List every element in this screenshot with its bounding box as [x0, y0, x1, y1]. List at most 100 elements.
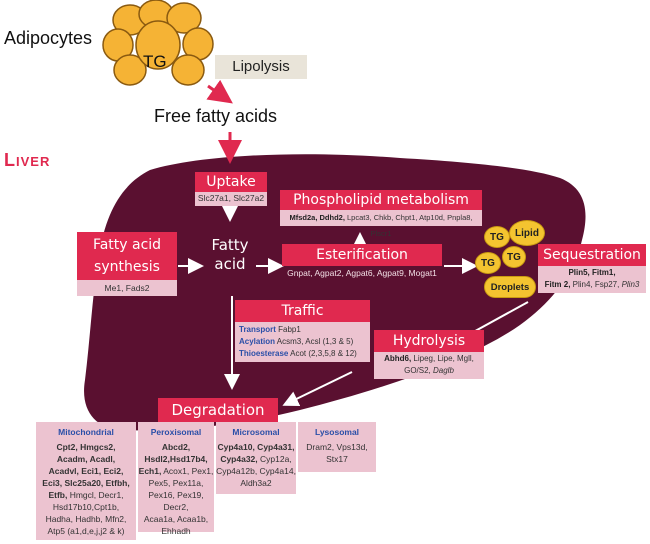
traffic-key-thioesterase: Thioesterase: [239, 349, 289, 358]
esterification-genes: Gnpat, Agpat2, Agpat6, Agpat9, Mogat1: [287, 268, 437, 278]
fa-synthesis-header: Fatty acid synthesis: [77, 232, 177, 280]
gene-line: Hadha, Hadhb, Mfn2,: [36, 513, 136, 525]
gene-text: Hmgcl, Decr1,: [67, 490, 124, 500]
traffic-val-transport: Fabp1: [278, 325, 301, 334]
hydrolysis-genes: Abhd6, Lipeg, Lipe, Mgll, GO/S2, Daglb: [374, 352, 484, 379]
gene-text: Cyp12a,: [257, 454, 292, 464]
liver-label: Liver: [4, 150, 51, 170]
uptake-header: Uptake: [195, 172, 267, 192]
mitochondrial-lines: Cpt2, Hmgcs2,Acadm, Acadl,Acadvl, Eci1, …: [36, 441, 136, 537]
fatty-acid-node: Fatty acid: [200, 236, 260, 274]
gene-line: Cyp4a12b, Cyp4a14,: [216, 465, 296, 477]
traffic-header: Traffic: [235, 300, 370, 322]
hydrolysis-line2-text: GO/S2,: [404, 366, 433, 375]
gene-text: Hadha, Hadhb, Mfn2,: [45, 514, 127, 524]
sequestration-line2-italic: Plin3: [621, 280, 640, 289]
gene-bold: Cyp4a10, Cyp4a31,: [217, 442, 295, 452]
traffic-genes: Transport Fabp1 Acylation Acsm3, Acsl (1…: [235, 322, 370, 362]
gene-line: Eci3, Slc25a20, Etfbh,: [36, 477, 136, 489]
sequestration-line2-bold: Fitm 2,: [544, 280, 571, 289]
traffic-key-acylation: Acylation: [239, 337, 276, 346]
gene-bold: Cpt2, Hmgcs2,: [56, 442, 116, 452]
gene-text: Acox1, Pex1,: [161, 466, 214, 476]
gene-line: Dram2, Vps13d,: [298, 441, 376, 453]
hydrolysis-line2-italic: Daglb: [433, 366, 454, 375]
adipocyte-cluster-icon: [102, 0, 214, 86]
traffic-val-thioesterase: Acot (2,3,5,8 & 12): [290, 349, 357, 358]
gene-text: Aldh3a2: [240, 478, 272, 488]
hydrolysis-line1: Abhd6, Lipeg, Lipe, Mgll,: [374, 353, 484, 365]
gene-text: Stx17: [326, 454, 348, 464]
lysosomal-lines: Dram2, Vps13d,Stx17: [298, 441, 376, 465]
droplet-droplets: Droplets: [484, 276, 536, 298]
phospholipid-header: Phospholipid metabolism: [280, 190, 482, 210]
gene-line: Etfb, Hmgcl, Decr1,: [36, 489, 136, 501]
hydrolysis-to-degradation-arrow: [282, 371, 353, 406]
tg-label: TG: [143, 52, 167, 71]
sequestration-line1: Plin5, Fitm1,: [538, 267, 646, 279]
fa-synthesis-genes: Me1, Fads2: [77, 280, 177, 296]
droplet-tg-2: TG: [502, 246, 526, 268]
gene-bold: Ech1,: [138, 466, 162, 476]
sequestration-header: Sequestration: [538, 244, 646, 266]
traffic-row-acylation: Acylation Acsm3, Acsl (1,3 & 5): [239, 336, 370, 348]
peroxisomal-title: Peroxisomal: [150, 427, 202, 437]
sequestration-line1-bold: Plin5, Fitm1,: [568, 268, 616, 277]
sequestration-genes: Plin5, Fitm1, Fitm 2, Plin4, Fsp27, Plin…: [538, 266, 646, 293]
free-fatty-acids-label: Free fatty acids: [154, 106, 278, 126]
gene-line: Acadm, Acadl,: [36, 453, 136, 465]
gene-line: Pex16, Pex19, Decr2,: [138, 489, 214, 513]
gene-bold: Etfb,: [48, 490, 68, 500]
phospholipid-genes: Mfsd2a, Ddhd2, Lpcat3, Chkb, Chpt1, Atp1…: [280, 210, 482, 238]
droplet-tg-1: TG: [484, 226, 510, 248]
gene-text: Atp5 (a1,d,e,j,j2 & k): [47, 526, 125, 536]
adipocytes-label: Adipocytes: [4, 28, 93, 48]
gene-bold: Cyp4a32,: [220, 454, 258, 464]
gene-bold: Acadvl, Eci1, Eci2,: [48, 466, 124, 476]
gene-bold: Eci3, Slc25a20, Etfbh,: [42, 478, 130, 488]
gene-line: Acaa1a, Acaa1b,: [138, 513, 214, 525]
gene-text: Ehhadh: [161, 526, 191, 536]
uptake-genes: Slc27a1, Slc27a2: [195, 192, 267, 206]
gene-text: Pex16, Pex19, Decr2,: [148, 490, 204, 512]
gene-line: Ehhadh: [138, 525, 214, 537]
droplet-lipid: Lipid: [509, 220, 545, 246]
gene-text: Pex5, Pex11a,: [148, 478, 204, 488]
fatty-acid-line1: Fatty: [211, 236, 249, 254]
gene-line: Ech1, Acox1, Pex1,: [138, 465, 214, 477]
gene-text: Hsd17b10,Cpt1b,: [52, 502, 120, 512]
lysosomal-title: Lysosomal: [314, 427, 360, 437]
hydrolysis-line2: GO/S2, Daglb: [374, 365, 484, 377]
hydrolysis-line1-rest: Lipeg, Lipe, Mgll,: [411, 354, 474, 363]
phospholipid-genes-rest: Lpcat3, Chkb, Chpt1, Atp10d, Pnpla8, Pls…: [344, 213, 473, 238]
phospholipid-genes-bold: Mfsd2a, Ddhd2,: [289, 213, 345, 222]
sequestration-line2: Fitm 2, Plin4, Fsp27, Plin3: [538, 279, 646, 291]
gene-line: Cpt2, Hmgcs2,: [36, 441, 136, 453]
hydrolysis-header: Hydrolysis: [374, 330, 484, 352]
lipolysis-box: Lipolysis: [215, 55, 307, 79]
gene-line: Stx17: [298, 453, 376, 465]
traffic-row-thioesterase: Thioesterase Acot (2,3,5,8 & 12): [239, 348, 370, 360]
microsomal-title: Microsomal: [232, 427, 280, 437]
lysosomal-column: Lysosomal Dram2, Vps13d,Stx17: [298, 422, 376, 472]
mitochondrial-column: Mitochondrial Cpt2, Hmgcs2,Acadm, Acadl,…: [36, 422, 136, 540]
esterification-header: Esterification: [282, 244, 442, 266]
peroxisomal-column: Peroxisomal Abcd2,Hsdl2,Hsd17b4,Ech1, Ac…: [138, 422, 214, 536]
gene-bold: Hsdl2,Hsd17b4,: [144, 454, 208, 464]
gene-line: Hsd17b10,Cpt1b,: [36, 501, 136, 513]
gene-line: Aldh3a2: [216, 477, 296, 489]
gene-bold: Abcd2,: [161, 442, 191, 452]
gene-line: Acadvl, Eci1, Eci2,: [36, 465, 136, 477]
degradation-header: Degradation: [158, 398, 278, 422]
gene-line: Cyp4a10, Cyp4a31,: [216, 441, 296, 453]
gene-line: Cyp4a32, Cyp12a,: [216, 453, 296, 465]
hydrolysis-bold: Abhd6,: [384, 354, 412, 363]
traffic-key-transport: Transport: [239, 325, 276, 334]
fatty-acid-line2: acid: [214, 255, 246, 273]
gene-text: Cyp4a12b, Cyp4a14,: [216, 466, 296, 476]
traffic-val-acylation: Acsm3, Acsl (1,3 & 5): [276, 337, 354, 346]
microsomal-lines: Cyp4a10, Cyp4a31,Cyp4a32, Cyp12a,Cyp4a12…: [216, 441, 296, 489]
fa-synthesis-title-line1: Fatty acid: [92, 237, 162, 253]
lipolysis-arrow: [206, 79, 233, 104]
gene-text: Acaa1a, Acaa1b,: [143, 514, 209, 524]
